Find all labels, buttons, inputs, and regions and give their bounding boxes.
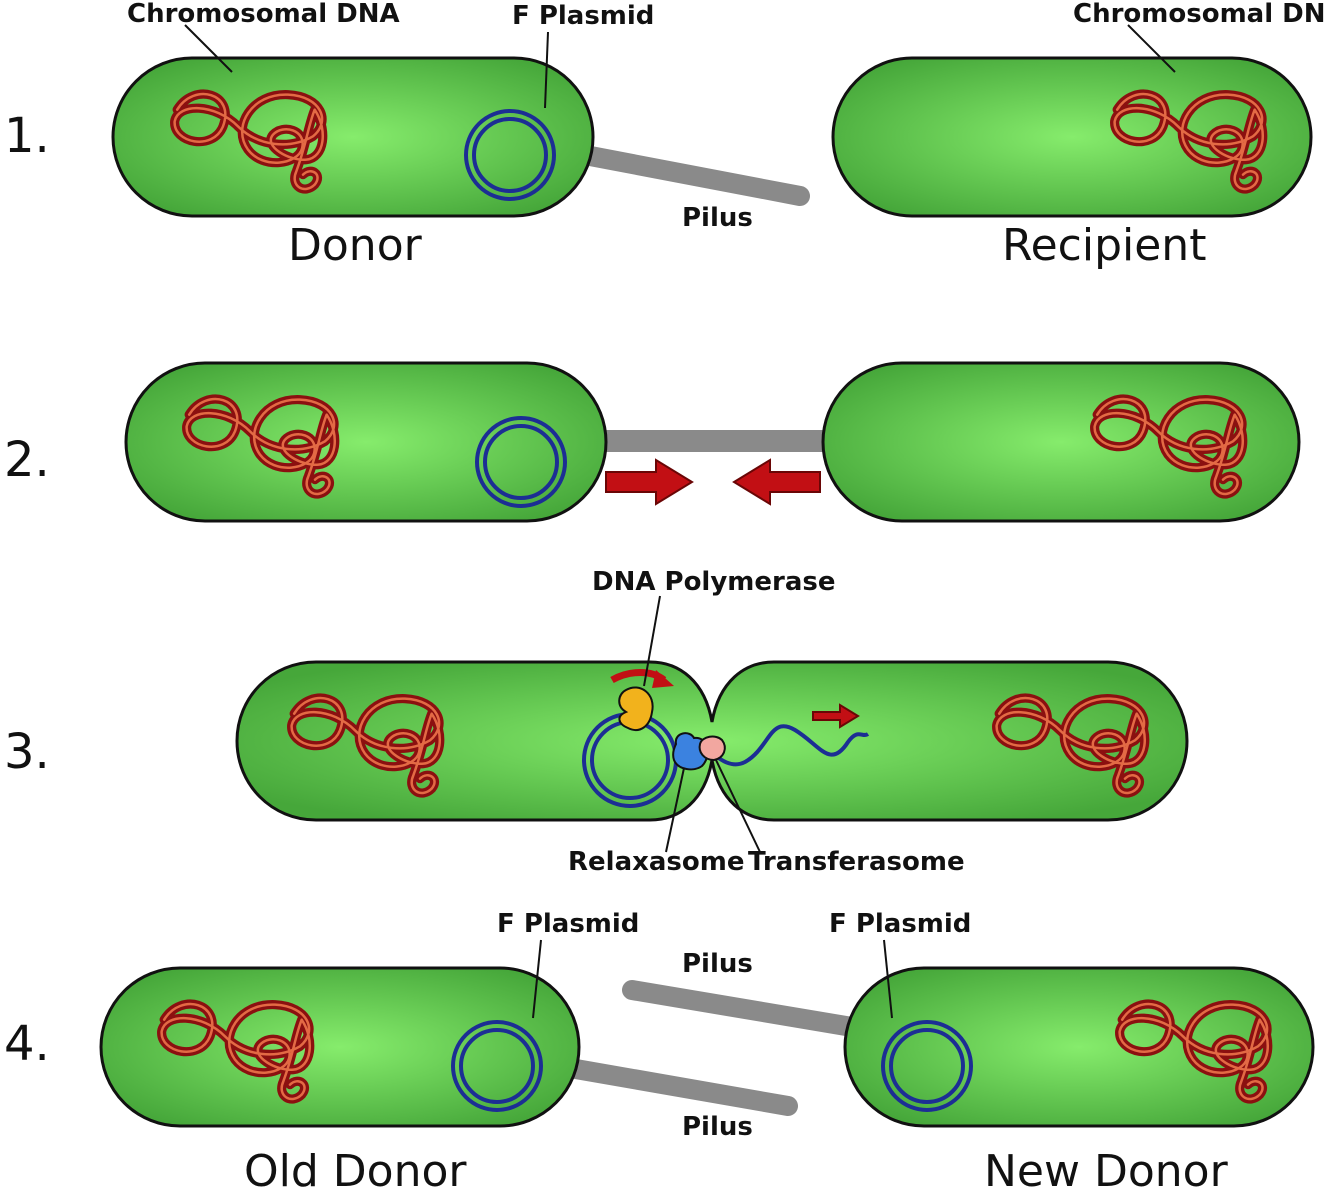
pilus-step1 [575,145,810,206]
leader-dna-polymerase [643,595,661,687]
label-f-plasmid-new: F Plasmid [829,909,971,939]
f-plasmid-old-donor [451,1020,543,1112]
arrow-right-step2 [605,458,694,506]
f-plasmid-old-donor-inner [459,1028,535,1104]
label-pilus-lower: Pilus [682,1112,753,1142]
label-relaxasome: Relaxasome [568,847,745,877]
dna-polymerase-arrowhead [652,670,674,688]
step-number-2: 2. [4,432,50,488]
label-recipient: Recipient [1002,220,1206,271]
leader-transferasome [715,759,761,853]
f-plasmid-donor-step2 [475,416,567,508]
label-old-donor: Old Donor [244,1146,467,1197]
pilus-old-donor [560,1058,798,1116]
step-number-1: 1. [4,108,50,164]
recipient-cell [831,56,1313,218]
label-transferasome: Transferasome [748,847,965,877]
step-number-4: 4. [4,1016,50,1072]
f-plasmid-donor-inner [472,117,548,193]
new-donor-cell [843,966,1315,1128]
f-plasmid-donor-step2-inner [483,424,559,500]
donor-cell-step2 [124,361,608,523]
transferasome-complex [698,735,726,762]
label-f-plasmid-old: F Plasmid [497,909,639,939]
pilus-step2 [590,430,840,452]
leader-relaxasome [665,767,685,853]
transfer-direction-arrow [812,703,860,729]
label-new-donor: New Donor [984,1146,1229,1197]
label-f-plasmid: F Plasmid [512,1,654,31]
arrow-left-step2 [732,458,821,506]
label-dna-polymerase: DNA Polymerase [592,567,836,597]
label-pilus-step1: Pilus [682,203,753,233]
f-plasmid-new-donor [881,1020,973,1112]
label-pilus-upper: Pilus [682,949,753,979]
leader-f-plasmid [544,31,549,109]
f-plasmid-new-donor-inner [889,1028,965,1104]
dna-polymerase-enzyme [618,686,654,731]
leader-f-plasmid-new [883,939,893,1019]
pilus-new-donor [622,980,868,1038]
label-chromosomal-dna-right: Chromosomal DNA [1073,0,1324,29]
leader-chromosomal-dna-left [184,24,233,73]
step-number-3: 3. [4,724,50,780]
label-donor: Donor [288,220,423,271]
relaxasome-complex [672,732,709,771]
label-chromosomal-dna-left: Chromosomal DNA [127,0,400,29]
leader-f-plasmid-old [532,939,542,1019]
leader-chromosomal-dna-right [1127,24,1176,73]
f-plasmid-donor [464,109,556,201]
